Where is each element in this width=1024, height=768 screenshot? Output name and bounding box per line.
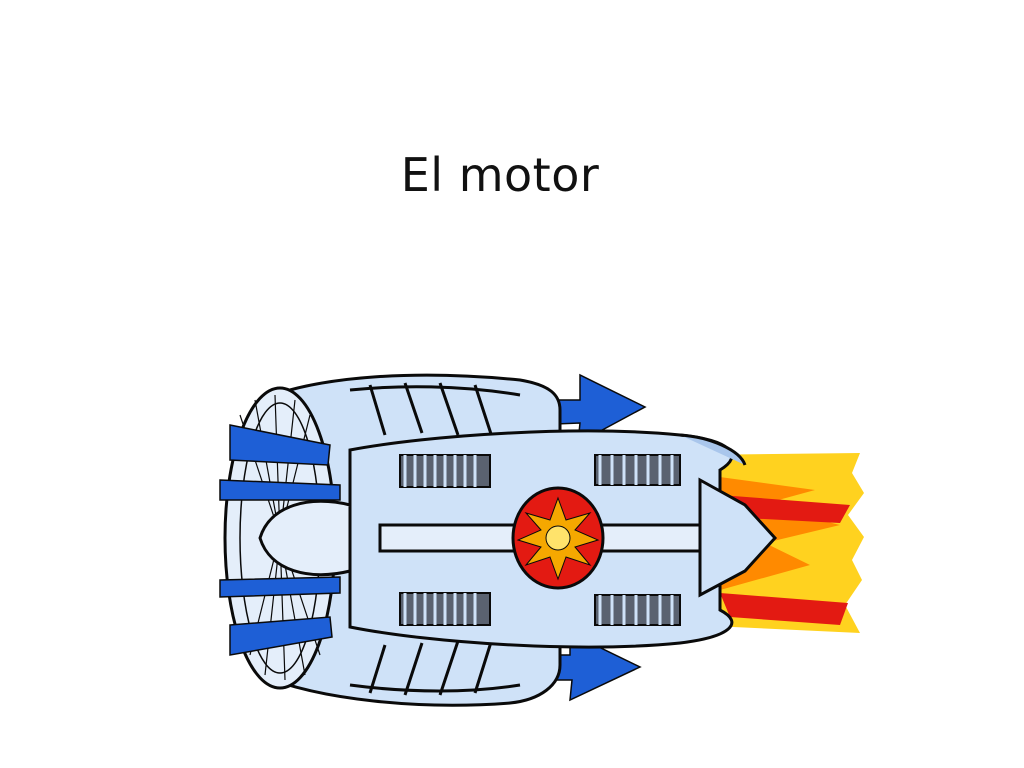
exhaust-cone <box>698 477 778 598</box>
combustion-chamber <box>511 486 605 590</box>
spinner-cone <box>258 499 352 577</box>
intake-airflow-arrows <box>219 424 341 656</box>
turbine-stages <box>594 454 681 626</box>
slide-title: El motor <box>400 148 600 202</box>
compressor-stages <box>399 454 491 626</box>
jet-engine-illustration <box>219 373 864 707</box>
